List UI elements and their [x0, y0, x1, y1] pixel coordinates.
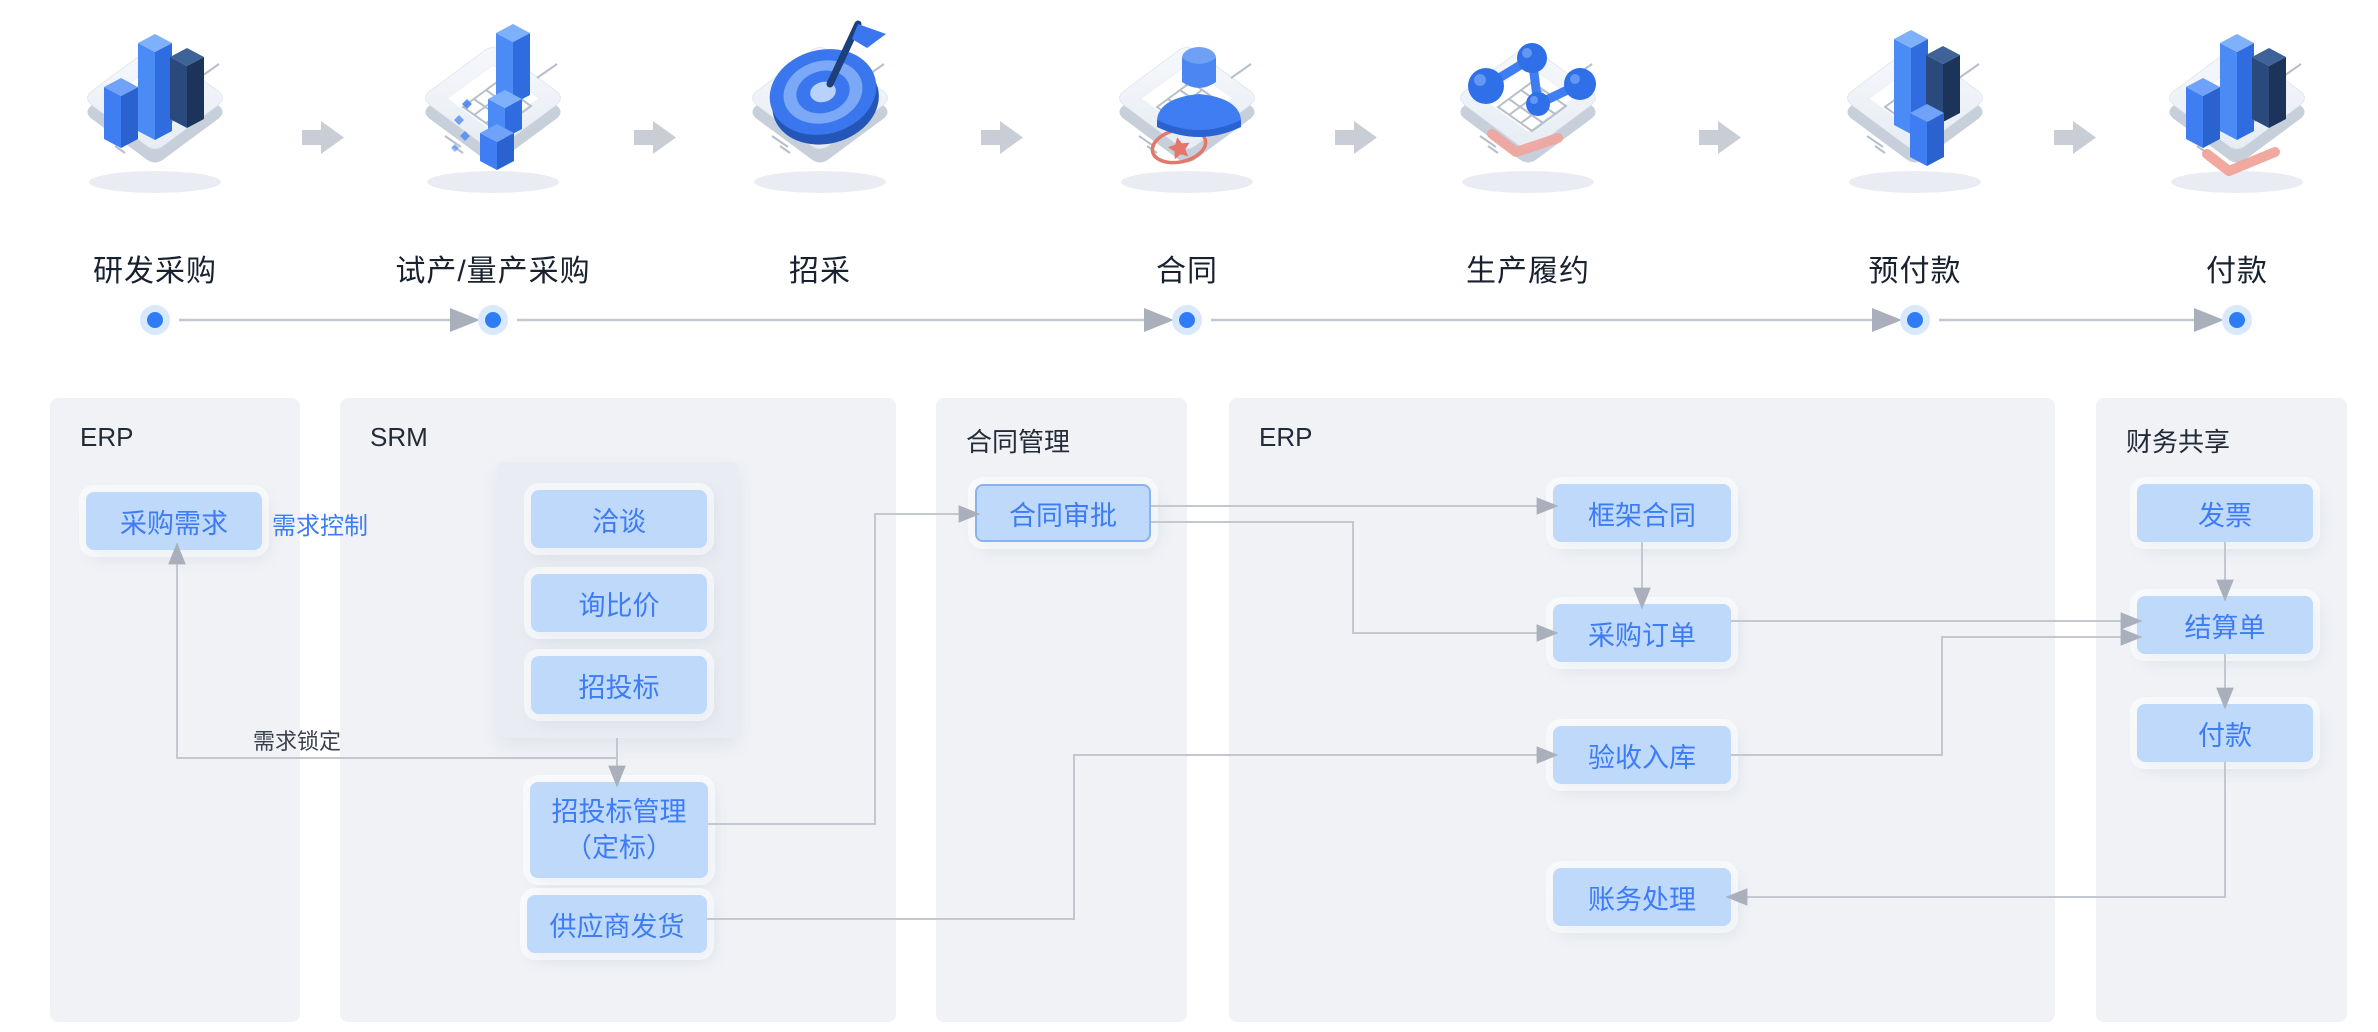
target-dart-tablet-icon — [751, 20, 889, 194]
stage-label-sourcing: 招采 — [789, 255, 851, 288]
stage-label-prepayment: 预付款 — [1868, 255, 1962, 288]
node-purchase-request: 采购需求 — [86, 492, 262, 550]
node-invoice: 发票 — [2137, 484, 2313, 542]
node-contract-approval: 合同审批 — [975, 484, 1151, 542]
node-negotiation: 洽谈 — [531, 490, 707, 548]
stage-arrow-icon — [2054, 121, 2096, 154]
stamp-tablet-icon — [1118, 46, 1256, 194]
stage-label-contract: 合同 — [1156, 255, 1218, 288]
lane-label: SRM — [370, 422, 428, 452]
stage-label-production-fulfillment: 生产履约 — [1466, 255, 1590, 288]
stage-label-payment: 付款 — [2206, 255, 2268, 288]
node-inquiry-compare: 询比价 — [531, 574, 707, 632]
node-frame-contract: 框架合同 — [1553, 484, 1731, 542]
lane-label: ERP — [80, 422, 134, 452]
timeline-dot — [485, 312, 501, 328]
node-accounting: 账务处理 — [1553, 868, 1731, 926]
bars-tablet-icon — [1846, 30, 1984, 194]
node-settlement: 结算单 — [2137, 596, 2313, 654]
node-bidding: 招投标 — [531, 656, 707, 714]
timeline-dot — [147, 312, 163, 328]
stage-arrow-icon — [1335, 121, 1377, 154]
lane-label: ERP — [1259, 422, 1313, 452]
stage-label-rd-procurement: 研发采购 — [93, 255, 217, 288]
node-goods-receipt: 验收入库 — [1553, 726, 1731, 784]
timeline-dot — [1907, 312, 1923, 328]
node-supplier-delivery: 供应商发货 — [527, 895, 707, 953]
lane-label: 合同管理 — [966, 427, 1071, 457]
node-purchase-order: 采购订单 — [1553, 604, 1731, 662]
timeline-dots — [140, 305, 2252, 335]
timeline-dot — [2229, 312, 2245, 328]
blocks-tablet-icon — [424, 24, 562, 194]
bar-chart-tablet-icon — [86, 34, 224, 194]
stage-arrow-icon — [634, 121, 676, 154]
annotation-demand-control: 需求控制 — [272, 513, 368, 540]
annotation-demand-lock: 需求锁定 — [253, 729, 342, 754]
timeline-dot — [1179, 312, 1195, 328]
lane-label: 财务共享 — [2126, 427, 2231, 457]
stage-arrow-icon — [981, 121, 1023, 154]
stage-arrow-icon — [302, 121, 344, 154]
node-bid-management: 招投标管理 （定标） — [530, 782, 708, 878]
stage-arrow-icon — [1699, 121, 1741, 154]
bars-check-tablet-icon — [2168, 34, 2306, 194]
stage-label-trial-mass-procurement: 试产/量产采购 — [395, 255, 591, 288]
stage-timeline — [140, 305, 2252, 335]
molecule-tablet-icon — [1459, 43, 1597, 194]
node-payment: 付款 — [2137, 704, 2313, 762]
